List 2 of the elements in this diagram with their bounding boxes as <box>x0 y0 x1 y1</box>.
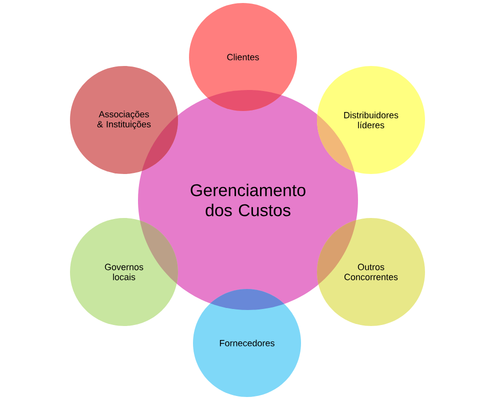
circle-node: Associações & Instituições <box>70 66 178 174</box>
circle-node: Distribuidores líderes <box>317 66 425 174</box>
